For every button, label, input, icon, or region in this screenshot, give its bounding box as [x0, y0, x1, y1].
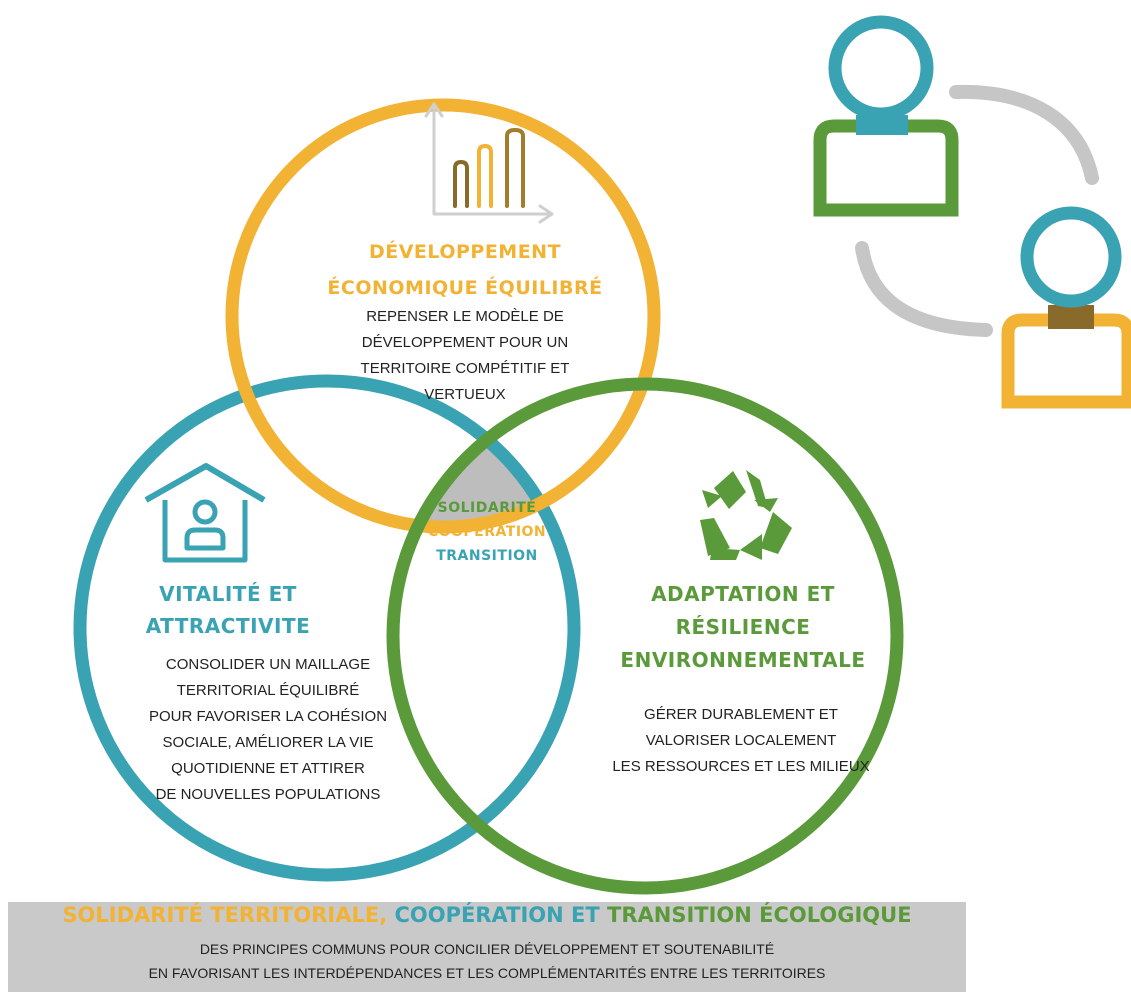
economy-text-line: DÉVELOPPEMENT POUR UN	[361, 334, 569, 351]
environment-text-line: VALORISER LOCALEMENT	[645, 732, 837, 749]
economy-title-line: ÉCONOMIQUE ÉQUILIBRÉ	[327, 277, 603, 299]
center-label-solidarite: SOLIDARITÉ	[437, 500, 537, 516]
people-exchange-icon	[813, 15, 1131, 409]
environment-title-line: ADAPTATION ET	[651, 582, 835, 606]
vitality-circle	[73, 374, 581, 882]
environment-circle	[386, 377, 904, 895]
house-person-icon	[144, 463, 266, 563]
vitality-text-line: POUR FAVORISER LA COHÉSION	[148, 708, 388, 725]
economy-title: DÉVELOPPEMENT ÉCONOMIQUE ÉQUILIBRÉ	[300, 234, 630, 306]
vitality-title-line: ATTRACTIVITE	[145, 614, 311, 638]
footer-title-cooperation: COOPÉRATION ET	[387, 903, 600, 927]
vitality-description: CONSOLIDER UN MAILLAGE TERRITORIAL ÉQUIL…	[118, 652, 418, 808]
economy-description: REPENSER LE MODÈLE DE DÉVELOPPEMENT POUR…	[330, 304, 600, 408]
economy-title-line: DÉVELOPPEMENT	[368, 241, 562, 263]
footer-title-solidarite: SOLIDARITÉ TERRITORIALE,	[62, 903, 388, 927]
center-overlap-labels: SOLIDARITÉ COOPÉRATION TRANSITION	[412, 496, 562, 568]
footer-text-line: EN FAVORISANT LES INTERDÉPENDANCES ET LE…	[148, 965, 826, 981]
vitality-text-line: SOCIALE, AMÉLIORER LA VIE	[162, 734, 374, 751]
vitality-text-line: QUOTIDIENNE ET ATTIRER	[171, 760, 365, 777]
footer-text-line: DES PRINCIPES COMMUNS POUR CONCILIER DÉV…	[199, 941, 775, 957]
recycle-icon	[700, 470, 792, 560]
footer-title: SOLIDARITÉ TERRITORIALE, COOPÉRATION ET …	[8, 903, 966, 927]
footer-band	[8, 902, 966, 992]
footer-description: DES PRINCIPES COMMUNS POUR CONCILIER DÉV…	[8, 937, 966, 985]
person-icon-teal	[813, 15, 959, 217]
environment-title-line: RÉSILIENCE	[675, 615, 811, 639]
person-icon-orange	[1001, 206, 1131, 409]
center-label-cooperation: COOPÉRATION	[427, 524, 547, 540]
economy-text-line: TERRITOIRE COMPÉTITIF ET	[360, 360, 570, 377]
footer-title-transition: TRANSITION ÉCOLOGIQUE	[599, 903, 912, 927]
economy-text-line: VERTUEUX	[424, 386, 506, 403]
bar-chart-icon	[424, 102, 554, 224]
environment-title: ADAPTATION ET RÉSILIENCE ENVIRONNEMENTAL…	[598, 578, 888, 677]
economy-text-line: REPENSER LE MODÈLE DE	[366, 308, 564, 325]
vitality-title-line: VITALITÉ ET	[159, 582, 297, 606]
vitality-text-line: TERRITORIAL ÉQUILIBRÉ	[176, 682, 360, 699]
environment-text-line: GÉRER DURABLEMENT ET	[644, 706, 838, 723]
center-label-transition: TRANSITION	[436, 548, 538, 564]
economy-circle	[225, 98, 661, 534]
environment-description: GÉRER DURABLEMENT ET VALORISER LOCALEMEN…	[596, 702, 886, 780]
vitality-text-line: DE NOUVELLES POPULATIONS	[155, 786, 381, 803]
environment-text-line: LES RESSOURCES ET LES MILIEUX	[612, 758, 870, 775]
vitality-text-line: CONSOLIDER UN MAILLAGE	[165, 656, 371, 673]
vitality-title: VITALITÉ ET ATTRACTIVITE	[118, 578, 338, 642]
environment-title-line: ENVIRONNEMENTALE	[620, 648, 866, 672]
